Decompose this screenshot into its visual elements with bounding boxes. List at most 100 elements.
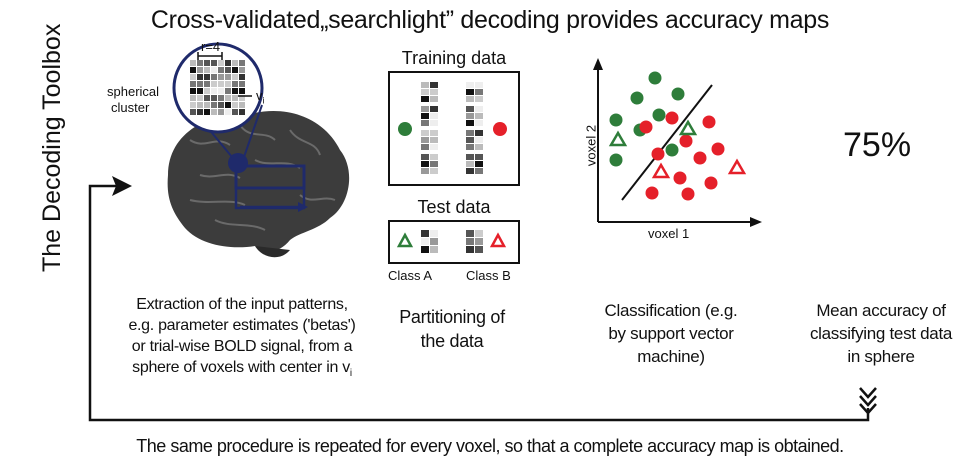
training-pattern-cell bbox=[466, 161, 474, 167]
scatter-test-triangle-b bbox=[727, 158, 747, 175]
voxel-cell bbox=[232, 60, 238, 66]
class-b-label: Class B bbox=[466, 268, 511, 283]
class-b-dot bbox=[493, 122, 507, 136]
radius-label: r=4 bbox=[201, 39, 221, 54]
caption-mean-accuracy-line: in sphere bbox=[847, 347, 915, 366]
figure-title: Cross-validated„searchlight” decoding pr… bbox=[150, 6, 830, 34]
voxel-cell bbox=[197, 81, 203, 87]
voxel-cell bbox=[225, 88, 231, 94]
training-pattern-cell bbox=[466, 154, 474, 160]
training-pattern-cell bbox=[466, 82, 474, 88]
training-pattern-cell bbox=[430, 120, 438, 126]
scatter-point-class-b bbox=[702, 115, 716, 129]
voxel-cell bbox=[204, 88, 210, 94]
training-pattern-cell bbox=[475, 130, 483, 136]
voxel-cell bbox=[232, 81, 238, 87]
voxel-cell bbox=[190, 67, 196, 73]
voxel-cell bbox=[239, 102, 245, 108]
voxel-cell bbox=[190, 109, 196, 115]
voxel-cell bbox=[239, 88, 245, 94]
caption-partitioning: Partitioning of the data bbox=[382, 305, 522, 353]
training-pattern-cell bbox=[466, 130, 474, 136]
voxel-cell bbox=[239, 109, 245, 115]
training-pattern-cell bbox=[475, 96, 483, 102]
scatter-point-class-b bbox=[704, 176, 718, 190]
scatter-point-class-a bbox=[652, 108, 666, 122]
voxel-cell bbox=[211, 67, 217, 73]
scatter-point-class-b bbox=[639, 120, 653, 134]
test-pattern-cell bbox=[421, 230, 429, 237]
voxel-cell bbox=[225, 67, 231, 73]
voxel-cell bbox=[211, 74, 217, 80]
voxel-cell bbox=[232, 102, 238, 108]
caption-extraction: Extraction of the input patterns, e.g. p… bbox=[112, 294, 372, 384]
training-pattern-cell bbox=[421, 137, 429, 143]
voxel-cell bbox=[197, 67, 203, 73]
scatter-ylabel: voxel 2 bbox=[583, 124, 599, 167]
training-pattern-cell bbox=[475, 154, 483, 160]
voxel-label-v: v bbox=[256, 88, 263, 103]
scatter-test-triangle-a bbox=[678, 119, 698, 136]
voxel-cell bbox=[232, 74, 238, 80]
training-pattern-cell bbox=[430, 130, 438, 136]
voxel-cell bbox=[211, 81, 217, 87]
voxel-label: vi bbox=[256, 88, 265, 106]
voxel-cell bbox=[225, 102, 231, 108]
training-pattern-cell bbox=[421, 106, 429, 112]
scatter-point-class-b bbox=[679, 134, 693, 148]
training-pattern-cell bbox=[466, 96, 474, 102]
test-pattern-cell bbox=[466, 230, 474, 237]
voxel-cell bbox=[225, 81, 231, 87]
brain-illustration bbox=[167, 111, 350, 258]
voxel-cell bbox=[211, 102, 217, 108]
scatter-point-class-b bbox=[711, 142, 725, 156]
scatter-point-class-b bbox=[693, 151, 707, 165]
voxel-label-sub: i bbox=[262, 95, 265, 106]
voxel-cell bbox=[225, 74, 231, 80]
training-pattern-cell bbox=[430, 82, 438, 88]
test-pattern-cell bbox=[430, 230, 438, 237]
test-data-box bbox=[388, 220, 520, 264]
caption-extraction-line: e.g. parameter estimates ('betas') bbox=[128, 317, 356, 334]
voxel-cell bbox=[211, 60, 217, 66]
voxel-cell bbox=[197, 102, 203, 108]
training-pattern-cell bbox=[421, 130, 429, 136]
training-pattern-cell bbox=[466, 113, 474, 119]
voxel-cell bbox=[197, 95, 203, 101]
voxel-cell bbox=[211, 109, 217, 115]
voxel-cell bbox=[190, 102, 196, 108]
scatter-point-class-b bbox=[651, 147, 665, 161]
test-triangle-b bbox=[489, 232, 507, 248]
caption-mean-accuracy-line: Mean accuracy of bbox=[816, 301, 946, 320]
voxel-cell bbox=[232, 95, 238, 101]
test-pattern-cell bbox=[430, 246, 438, 253]
training-pattern-cell bbox=[421, 89, 429, 95]
test-pattern-cell bbox=[421, 246, 429, 253]
training-patterns bbox=[421, 82, 483, 174]
training-pattern-cell bbox=[430, 154, 438, 160]
training-pattern-cell bbox=[466, 89, 474, 95]
test-pattern-cell bbox=[475, 238, 483, 245]
voxel-cell bbox=[204, 81, 210, 87]
voxel-cell bbox=[225, 95, 231, 101]
caption-mean-accuracy-line: classifying test data bbox=[809, 324, 953, 343]
training-pattern-cell bbox=[430, 89, 438, 95]
voxel-cell bbox=[239, 60, 245, 66]
test-pattern-cell bbox=[430, 238, 438, 245]
training-pattern-cell bbox=[475, 89, 483, 95]
training-pattern-cell bbox=[466, 120, 474, 126]
training-pattern-cell bbox=[430, 96, 438, 102]
voxel-cell bbox=[204, 67, 210, 73]
training-pattern-cell bbox=[421, 144, 429, 150]
test-data-label: Test data bbox=[417, 197, 491, 217]
class-a-label: Class A bbox=[388, 268, 433, 283]
training-pattern-cell bbox=[430, 161, 438, 167]
voxel-cell bbox=[190, 88, 196, 94]
training-pattern-cell bbox=[466, 144, 474, 150]
voxel-cell bbox=[204, 74, 210, 80]
voxel-cell bbox=[190, 60, 196, 66]
training-pattern-cell bbox=[421, 168, 429, 174]
caption-partitioning-line: the data bbox=[420, 331, 484, 351]
training-pattern-cell bbox=[475, 161, 483, 167]
